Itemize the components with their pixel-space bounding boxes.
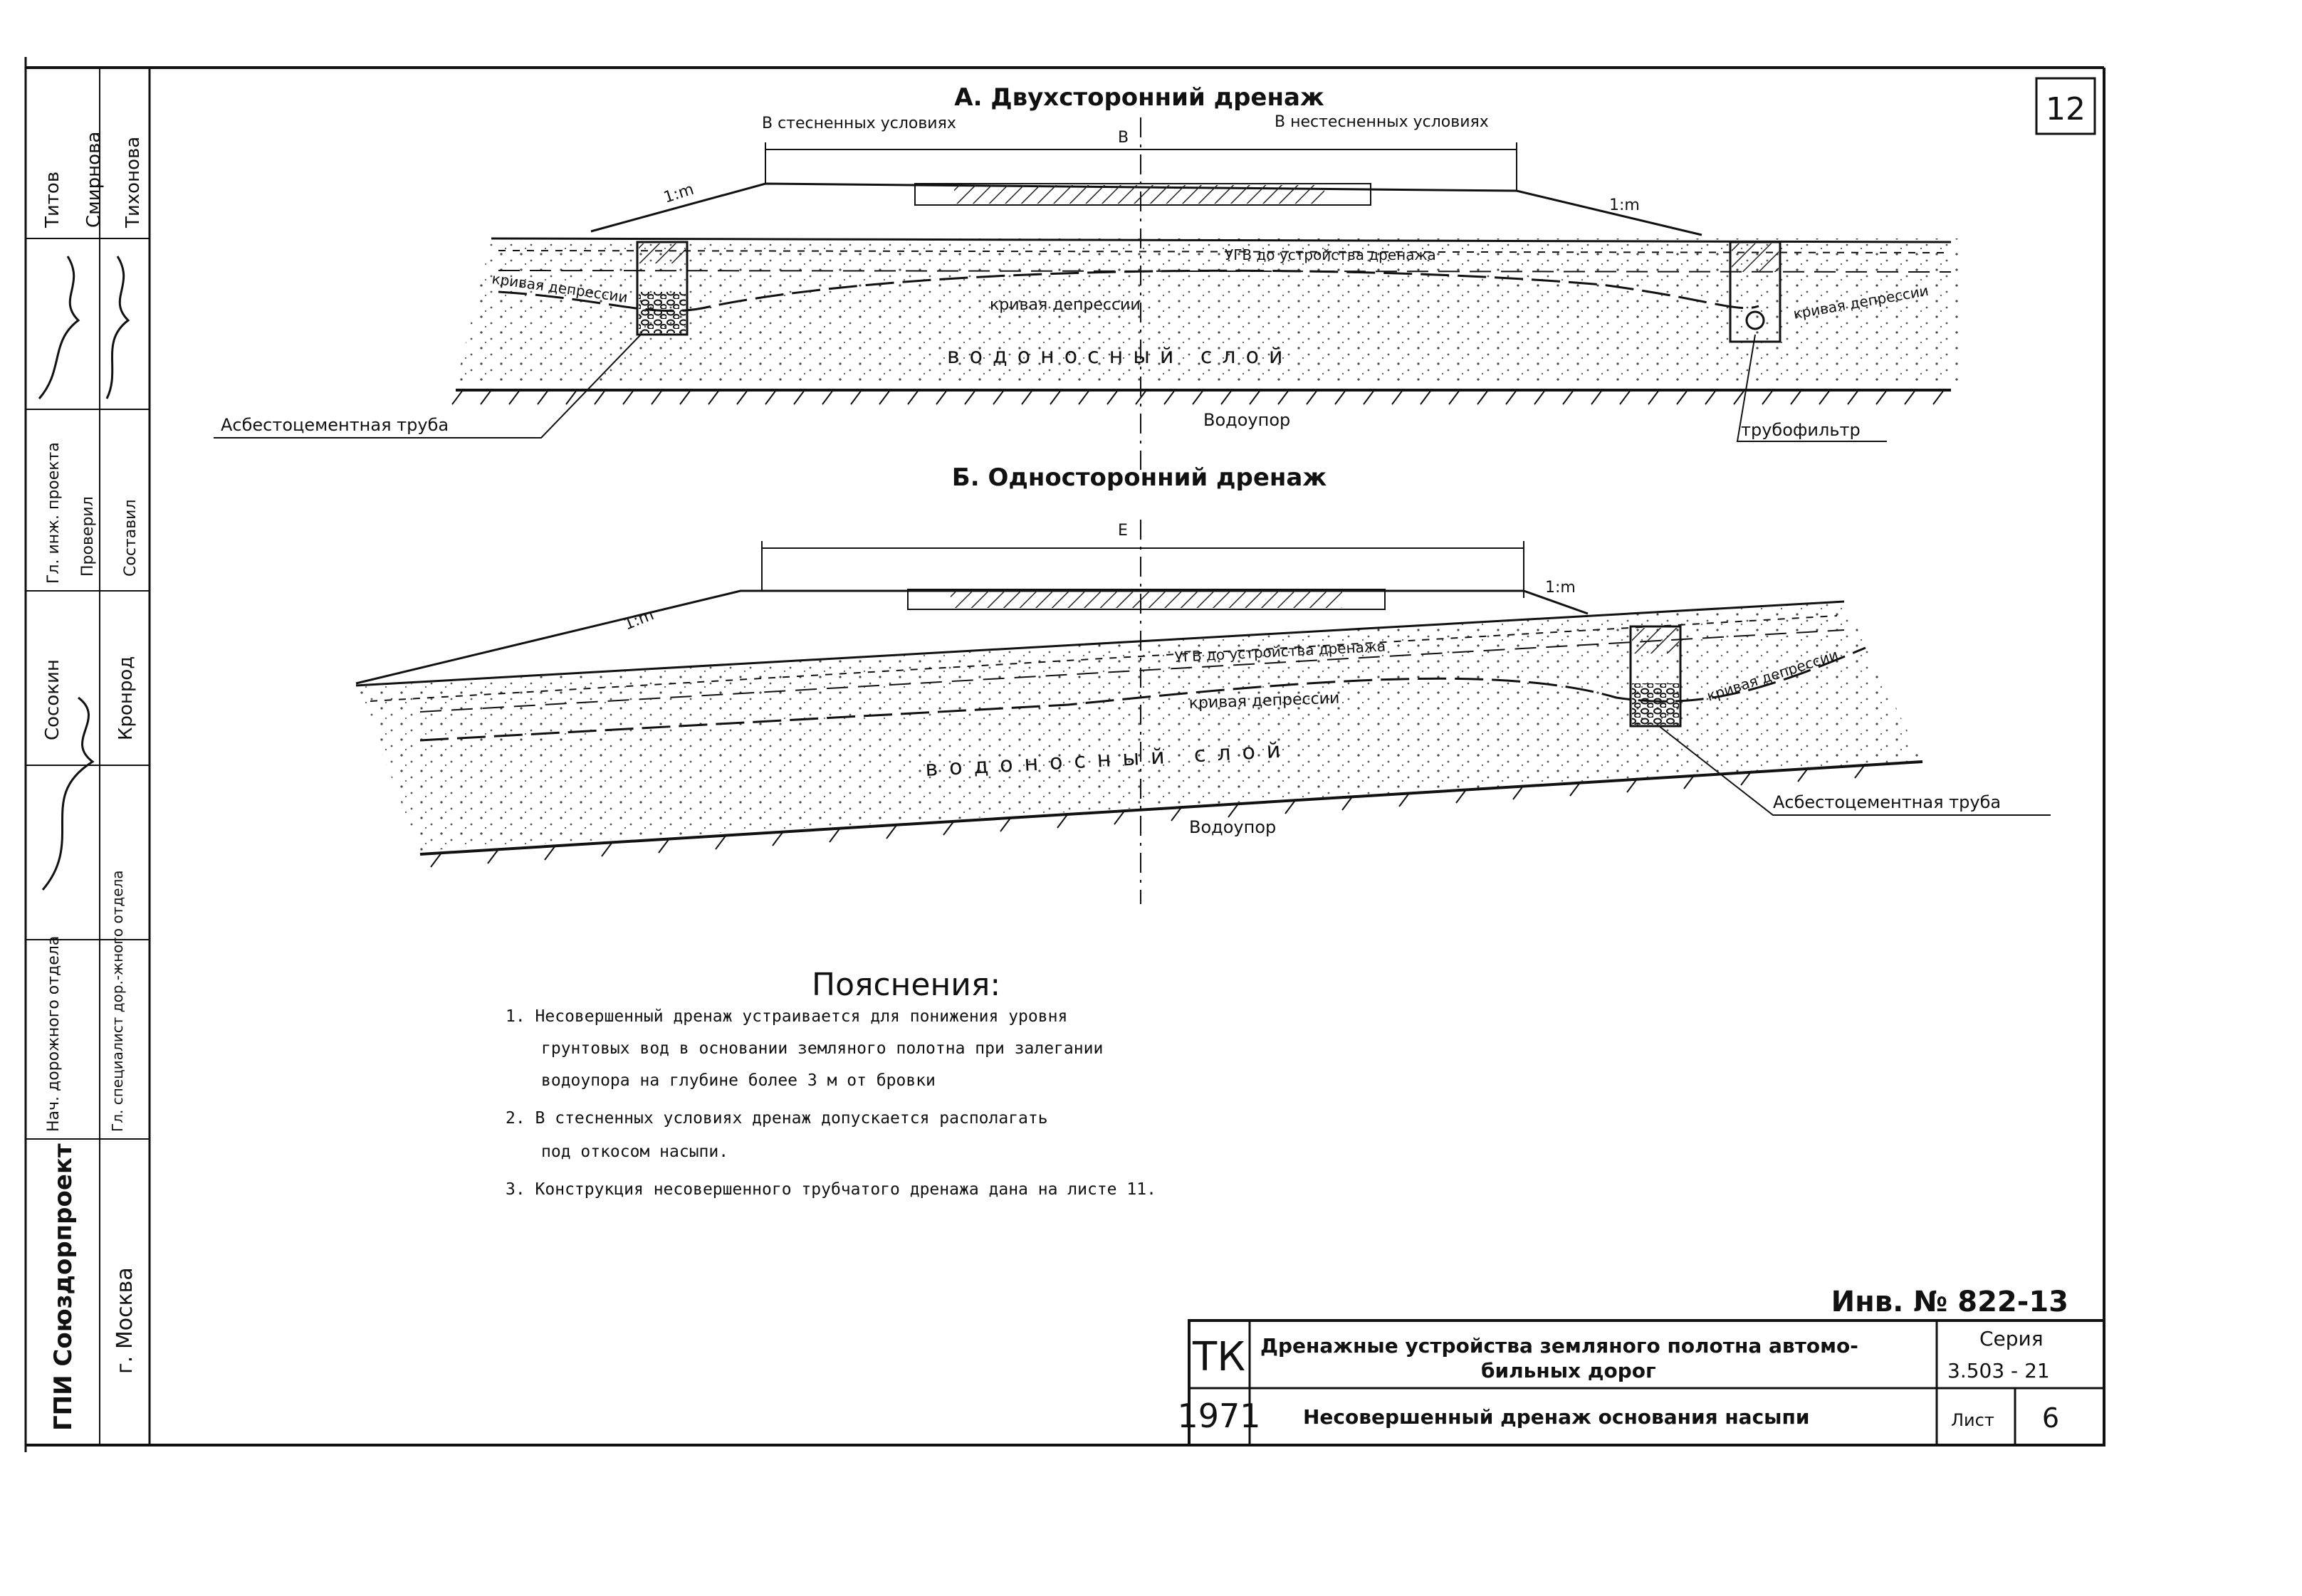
section-b-width-label: Е	[1118, 522, 1128, 540]
ugv-line-b	[419, 629, 1845, 713]
aquiclude-label-a: Водоупор	[1203, 410, 1290, 430]
section-a-left-label: В стесненных условиях	[762, 115, 956, 132]
side-stamp: ГПИ Союздорпроект г. Москва Нач. дорожно…	[38, 132, 144, 1431]
note-line-4: под откосом насыпи.	[541, 1143, 728, 1161]
stamp-name-4: Тихонова	[122, 137, 144, 229]
note-line-0: 1. Несовершенный дренаж устраивается для…	[506, 1007, 1067, 1026]
callout-left-a: Асбестоцементная труба	[221, 415, 449, 435]
curve-center-a: кривая депрессии	[990, 296, 1141, 314]
callout-b: Асбестоцементная труба	[1773, 792, 2001, 812]
stamp-name-3: Смирнова	[83, 132, 105, 228]
aquifer-b	[356, 602, 1922, 851]
ugv-label-a: УГВ до устройства дренажа	[1225, 246, 1436, 263]
aquifer-label-a: водоносный слой	[947, 344, 1292, 369]
notes-heading: Пояснения:	[812, 967, 1000, 1003]
doc-code: ТК	[1192, 1334, 1245, 1380]
callout-right-a: трубофильтр	[1741, 420, 1861, 440]
stamp-role-1: Гл. специалист дор.-жного отдела	[109, 870, 126, 1132]
note-line-1: грунтовых вод в основании земляного поло…	[541, 1039, 1103, 1058]
series-value: 3.503 - 21	[1947, 1359, 2050, 1382]
doc-title-line2: бильных дорог	[1481, 1359, 1656, 1382]
aquifer-a	[456, 238, 1958, 384]
series-label: Серия	[1979, 1327, 2044, 1350]
stamp-role-3: Проверил	[79, 496, 97, 577]
pavement-b	[907, 589, 1386, 610]
trench-right-a	[1729, 241, 1782, 343]
trench-b	[1629, 625, 1682, 728]
section-b: Б. Односторонний дренаж Е УГВ до устройс…	[355, 463, 2051, 904]
signature-2	[105, 256, 130, 399]
section-a: А. Двухсторонний дренаж В стесненных усл…	[214, 83, 1958, 470]
inventory-number: Инв. № 822-13	[1831, 1286, 2068, 1318]
slope-right-b: 1:m	[1545, 579, 1576, 597]
sheet-number: 12	[2046, 91, 2086, 127]
stamp-name-2: Титов	[42, 172, 63, 229]
stamp-org: ГПИ Союздорпроект	[49, 1143, 78, 1431]
stamp-role-4: Составил	[122, 499, 140, 577]
sheet-value: 6	[2042, 1402, 2059, 1434]
trench-left-a	[636, 241, 689, 336]
notes: Пояснения: 1. Несовершенный дренаж устра…	[506, 967, 1156, 1199]
doc-year: 1971	[1177, 1397, 1260, 1435]
note-line-5: 3. Конструкция несовершенного трубчатого…	[506, 1180, 1156, 1199]
doc-subtitle: Несовершенный дренаж основания насыпи	[1303, 1405, 1809, 1429]
aquiclude-label-b: Водоупор	[1189, 817, 1276, 837]
aquiclude-b	[419, 760, 1923, 856]
stamp-city: г. Москва	[113, 1267, 137, 1374]
section-b-title: Б. Односторонний дренаж	[952, 463, 1327, 492]
signature-1	[38, 256, 80, 399]
sheet-frame	[24, 57, 2105, 1452]
section-a-right-label: В нестесненных условиях	[1275, 113, 1489, 131]
stamp-role-2: Гл. инж. проекта	[45, 442, 63, 584]
sheet-number-box: 12	[2035, 77, 2096, 135]
ground-b	[355, 600, 1845, 687]
section-a-width-label: В	[1118, 129, 1129, 147]
stamp-name-1: Кронрод	[115, 656, 137, 740]
section-a-title: А. Двухсторонний дренаж	[954, 83, 1324, 112]
stamp-role-0: Нач. дорожного отдела	[45, 936, 63, 1132]
depression-curve-b	[419, 646, 1866, 742]
ground-a	[491, 237, 1952, 243]
stamp-name-0: Сосокин	[42, 659, 63, 740]
title-block: Инв. № 822-13 ТК 1971 Дренажные устройст…	[1177, 1286, 2105, 1447]
pavement-a	[914, 183, 1371, 206]
slope-left-b: 1:m	[622, 606, 656, 634]
slope-right-a: 1:m	[1609, 196, 1640, 214]
note-line-3: 2. В стесненных условиях дренаж допускае…	[506, 1109, 1048, 1128]
sheet-label: Лист	[1951, 1410, 1994, 1430]
signature-3	[41, 696, 95, 891]
note-line-2: водоупора на глубине более 3 м от бровки	[541, 1071, 936, 1090]
doc-title-line1: Дренажные устройства земляного полотна а…	[1260, 1334, 1858, 1358]
